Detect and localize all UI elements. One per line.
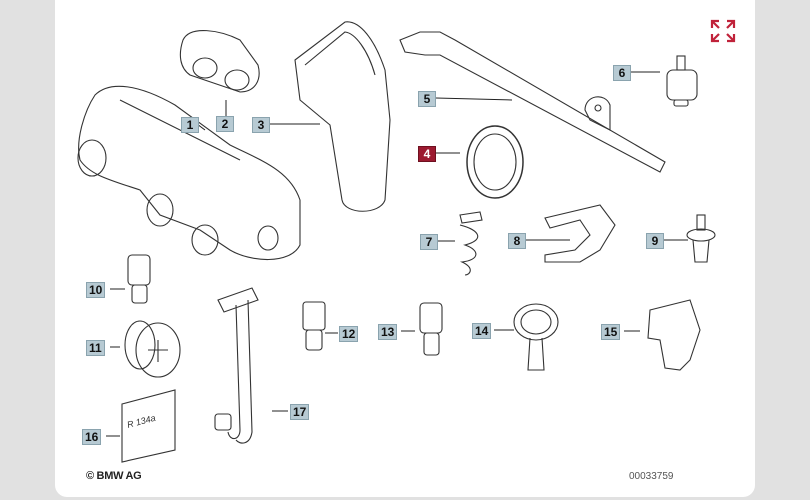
expand-icon[interactable] [710, 19, 736, 43]
callout-1[interactable]: 1 [181, 117, 199, 133]
leader-lines [106, 71, 688, 437]
callout-8[interactable]: 8 [508, 233, 526, 249]
part-2-grommet [179, 29, 260, 93]
part-3-duct [294, 21, 391, 212]
callout-10[interactable]: 10 [86, 282, 106, 298]
part-10-valve [127, 254, 151, 304]
callout-5[interactable]: 5 [418, 91, 436, 107]
part-8-bracket [544, 204, 616, 263]
callout-6[interactable]: 6 [613, 65, 631, 81]
callout-7[interactable]: 7 [420, 234, 438, 250]
part-13-valve [419, 302, 443, 356]
callout-11[interactable]: 11 [86, 340, 105, 356]
part-1-manifold [77, 85, 301, 261]
copyright-text: © BMW AG [86, 470, 142, 482]
callout-3[interactable]: 3 [252, 117, 270, 133]
callout-2[interactable]: 2 [216, 116, 234, 132]
part-9-rivet [686, 214, 716, 263]
part-17-pipe [214, 287, 259, 444]
part-4-seal-ring [466, 125, 524, 199]
callout-14[interactable]: 14 [472, 323, 492, 339]
part-11-plug [124, 320, 181, 378]
tag-text: R 134a [126, 413, 157, 430]
part-15-clip [647, 299, 701, 371]
callout-12[interactable]: 12 [339, 326, 359, 342]
diagram-card [55, 0, 755, 497]
part-5-hose [399, 31, 666, 173]
callout-15[interactable]: 15 [601, 324, 621, 340]
part-6-mount [666, 55, 698, 107]
callout-16[interactable]: 16 [82, 429, 102, 445]
part-14-clamp [513, 303, 559, 371]
part-16-tag: R 134a [121, 389, 176, 463]
callout-17[interactable]: 17 [290, 404, 310, 420]
diagram-code: 00033759 [629, 471, 674, 482]
callout-4-selected[interactable]: 4 [418, 146, 436, 162]
part-12-valve [302, 301, 326, 351]
callout-9[interactable]: 9 [646, 233, 664, 249]
callout-13[interactable]: 13 [378, 324, 398, 340]
part-7-spiral-clip [459, 211, 483, 276]
